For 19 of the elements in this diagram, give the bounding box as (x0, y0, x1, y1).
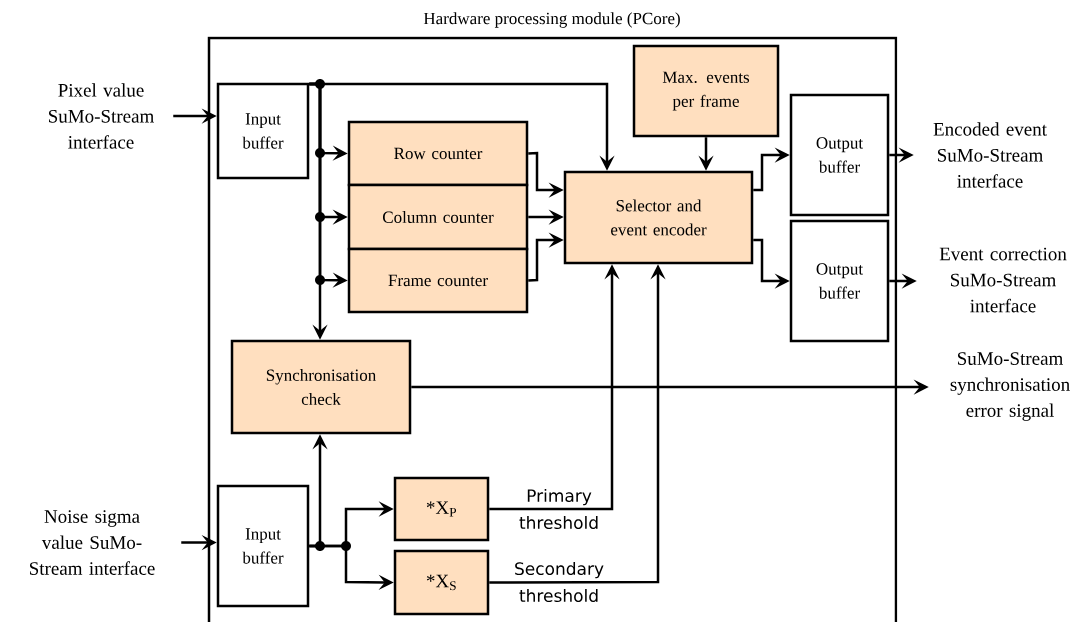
interface-label: Event correction SuMo-Stream interface (918, 237, 1088, 323)
process-box: Row counter (347, 120, 529, 187)
buffer-box: Input buffer (216, 82, 310, 180)
edge-label: Primary threshold (519, 488, 598, 530)
interface-label: Noise sigma value SuMo-Stream interface (4, 500, 180, 585)
process-box: Synchronisation check (230, 339, 412, 435)
process-box: Max. events per frame (632, 44, 780, 138)
buffer-box: Output buffer (789, 219, 890, 343)
edge-label: Secondary threshold (515, 561, 604, 603)
interface-label: Encoded event SuMo-Stream interface (915, 112, 1065, 198)
process-box: Selector and event encoder (563, 170, 754, 265)
multiplier-box: *X$_{S}$ (393, 549, 490, 616)
process-box: Frame counter (347, 247, 529, 314)
buffer-box: Input buffer (216, 484, 310, 608)
interface-label: Pixel value SuMo-Stream interface (30, 83, 172, 149)
process-box: Column counter (347, 183, 529, 251)
interface-label: SuMo-Stream synchronisation error signal (930, 343, 1090, 430)
multiplier-box: *X$_{P}$ (393, 476, 490, 542)
buffer-box: Output buffer (789, 93, 890, 217)
